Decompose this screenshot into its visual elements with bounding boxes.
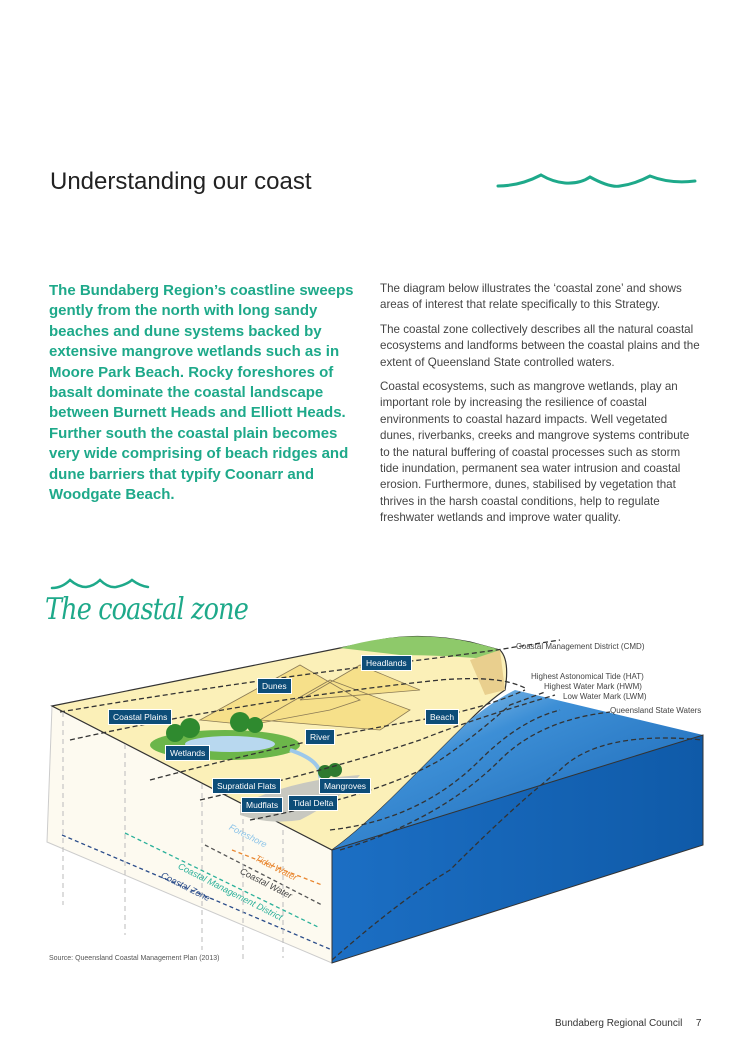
wave-decoration-icon (50, 578, 150, 590)
dunes (198, 664, 421, 731)
source-citation: Source: Queensland Coastal Management Pl… (49, 955, 220, 962)
label-mudflats: Mudflats (241, 797, 284, 813)
label-wetlands: Wetlands (165, 745, 211, 761)
page-footer: Bundaberg Regional Council 7 (555, 1018, 701, 1029)
label-dunes: Dunes (257, 678, 292, 694)
ocean-cross-section (331, 734, 704, 964)
ocean-surface (332, 690, 703, 850)
annotation-cmd: Coastal Management District (CMD) (516, 642, 645, 651)
label-river: River (305, 729, 335, 745)
body-paragraph: The diagram below illustrates the ‘coast… (380, 282, 682, 312)
intro-paragraph: The Bundaberg Region’s coastline sweeps … (49, 282, 354, 504)
body-paragraph: Coastal ecosystems, such as mangrove wet… (380, 380, 690, 525)
annotation-lwm: Low Water Mark (LWM) (563, 692, 647, 701)
label-mangroves: Mangroves (319, 778, 372, 794)
label-beach: Beach (425, 709, 460, 725)
page-title: Understanding our coast (50, 168, 312, 195)
cliff (470, 650, 505, 695)
footer-org: Bundaberg Regional Council (555, 1018, 683, 1029)
label-coastal-plains: Coastal Plains (108, 709, 173, 725)
body-text: The diagram below illustrates the ‘coast… (380, 281, 700, 535)
page-number: 7 (695, 1018, 702, 1029)
body-paragraph: The coastal zone collectively describes … (380, 322, 700, 369)
annotation-hat: Highest Astonomical Tide (HAT) (531, 672, 644, 681)
label-headlands: Headlands (361, 655, 412, 671)
headland (340, 636, 500, 660)
label-tidal-delta: Tidal Delta (288, 795, 339, 811)
label-supratidal-flats: Supratidal Flats (212, 778, 282, 794)
diagram-title: The coastal zone (45, 592, 249, 627)
annotation-qsw: Queensland State Waters (610, 706, 702, 715)
annotation-hwm: Highest Water Mark (HWM) (544, 682, 642, 691)
wave-decoration-icon (496, 173, 697, 188)
